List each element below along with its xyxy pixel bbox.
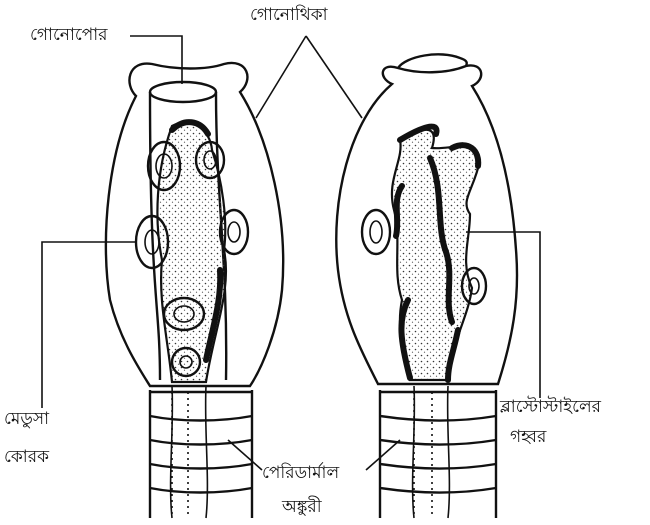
gonopore-label: গোনোপোর [30, 24, 108, 46]
medusa-bud-label-line2: কোরক [4, 446, 49, 468]
right-stalk [380, 386, 496, 518]
gonotheca-label: গোনোথিকা [250, 4, 328, 26]
perisarc-label-line1: পেরিডার্মাল [262, 462, 339, 484]
leader-gonotheca-right [306, 36, 362, 118]
leader-gonopore [130, 36, 182, 84]
right-gonangium [336, 54, 517, 518]
leader-blastostyle-cavity [466, 232, 540, 398]
left-gonangium [106, 63, 283, 518]
blastostyle-cavity-label-line2: গহ্বর [510, 426, 546, 448]
leader-gonotheca-left [256, 36, 306, 118]
medusa-bud-label-line1: মেডুসা [4, 408, 49, 430]
left-stalk [150, 386, 252, 518]
blastostyle-cavity-label-line1: ব্লাস্টোস্টাইলের [500, 396, 601, 418]
left-gonopore-opening [150, 82, 216, 102]
perisarc-label-line2: অঙ্কুরী [282, 496, 322, 518]
leader-medusa-bud [42, 242, 136, 408]
